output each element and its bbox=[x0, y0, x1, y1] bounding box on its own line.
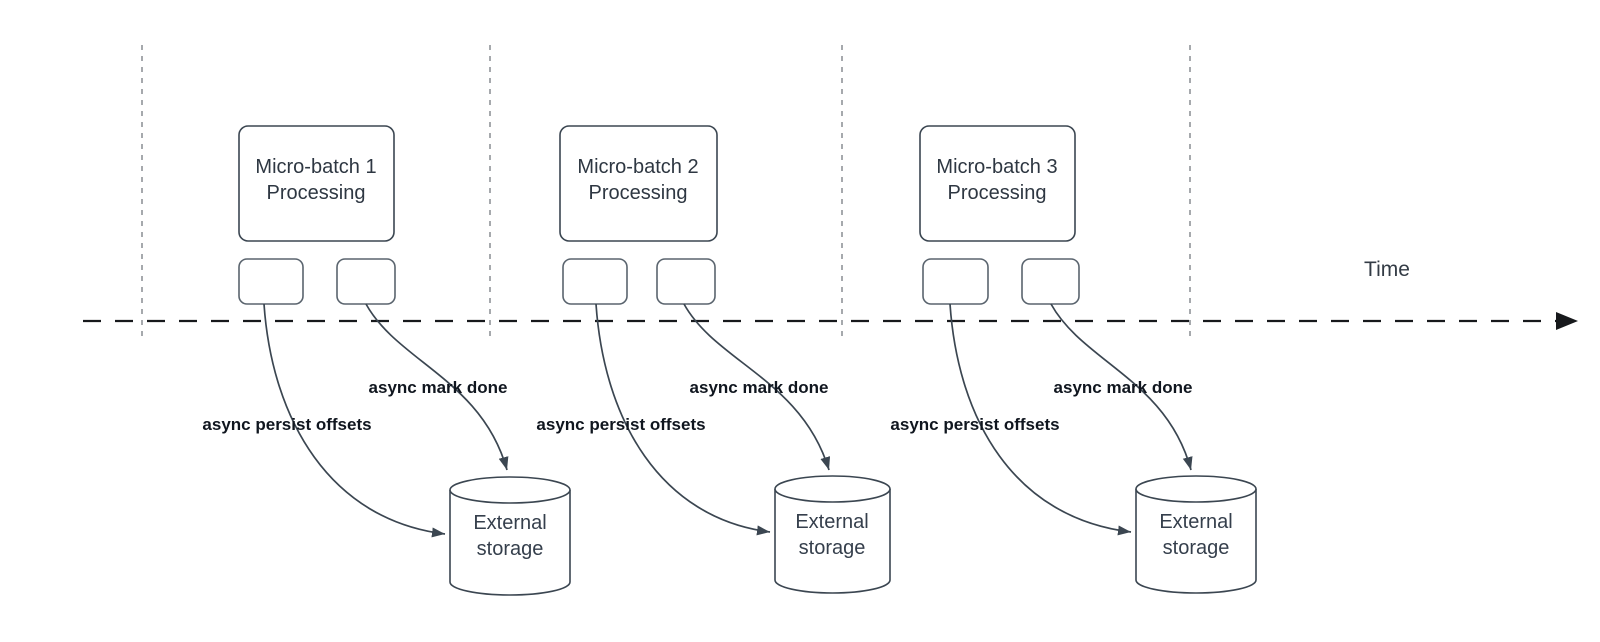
microbatch-3-connector-right bbox=[1021, 258, 1080, 305]
microbatch-2-title: Micro-batch 2 bbox=[577, 156, 699, 178]
time-axis-label: Time bbox=[1364, 258, 1410, 281]
mark-done-arrow-3 bbox=[1050, 303, 1193, 471]
microbatch-1-box bbox=[238, 125, 395, 242]
mark-done-arrow-2 bbox=[683, 303, 831, 471]
mark-done-arrow-1 bbox=[365, 303, 509, 471]
external-storage-label-2: External storage bbox=[795, 511, 869, 559]
microbatch-3-title: Micro-batch 3 bbox=[936, 156, 1058, 178]
microbatch-3-connector-left bbox=[922, 258, 989, 305]
microbatch-2-connector-right bbox=[656, 258, 716, 305]
mark-done-label-1: async mark done bbox=[368, 378, 508, 397]
external-storage-label-3: External storage bbox=[1159, 511, 1233, 559]
microbatch-1-label: Micro-batch 1 Processing bbox=[255, 154, 376, 206]
microbatch-1-connector-right bbox=[336, 258, 396, 305]
mark-done-label-2: async mark done bbox=[689, 378, 829, 397]
external-storage-label-1: External storage bbox=[473, 512, 547, 560]
microbatch-2-label: Micro-batch 2 Processing bbox=[577, 154, 698, 206]
persist-offsets-label-3: async persist offsets bbox=[890, 415, 1060, 434]
microbatch-1-subtitle: Processing bbox=[266, 182, 366, 204]
microbatch-2-connector-left bbox=[562, 258, 628, 305]
microbatch-3-subtitle: Processing bbox=[947, 182, 1047, 204]
timeline-arrowhead-icon bbox=[1556, 312, 1578, 330]
microbatch-2-box bbox=[559, 125, 718, 242]
persist-offsets-label-2: async persist offsets bbox=[536, 415, 706, 434]
external-storage-cylinder-3 bbox=[1135, 475, 1257, 594]
persist-offsets-label-1: async persist offsets bbox=[202, 415, 372, 434]
microbatch-3-label: Micro-batch 3 Processing bbox=[936, 154, 1057, 206]
external-storage-cylinder-1 bbox=[449, 476, 571, 596]
persist-offsets-arrow-1 bbox=[263, 303, 446, 538]
persist-offsets-arrow-2 bbox=[595, 303, 771, 536]
mark-done-label-3: async mark done bbox=[1053, 378, 1193, 397]
external-storage-cylinder-2 bbox=[774, 475, 891, 594]
microbatch-1-title: Micro-batch 1 bbox=[255, 156, 377, 178]
microbatch-2-subtitle: Processing bbox=[588, 182, 688, 204]
persist-offsets-arrow-3 bbox=[949, 303, 1132, 536]
microbatch-1-connector-left bbox=[238, 258, 304, 305]
microbatch-3-box bbox=[919, 125, 1076, 242]
